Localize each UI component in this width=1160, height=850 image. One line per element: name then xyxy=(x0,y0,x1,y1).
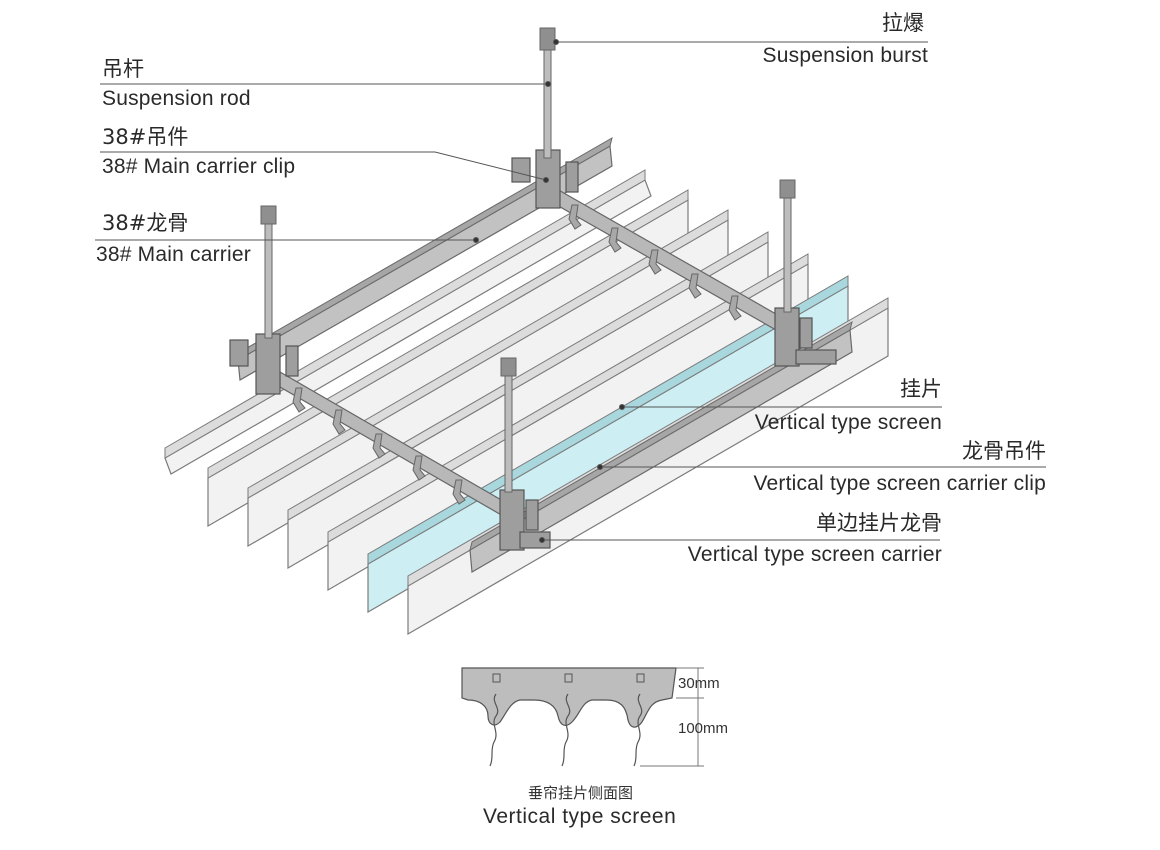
clip xyxy=(511,149,579,209)
clip xyxy=(229,333,299,395)
suspension-burst-en: Suspension burst xyxy=(762,44,928,67)
screen-carrier-back xyxy=(554,186,791,340)
clip xyxy=(499,489,551,551)
carrier-clips xyxy=(229,149,837,551)
dimension-bottom: 100mm xyxy=(678,720,729,737)
suspension-burst-zh: 拉爆 xyxy=(882,11,924,35)
main-carrier-zh: 38#龙骨 xyxy=(102,211,189,235)
suspension-rod xyxy=(500,357,517,493)
leader-lines xyxy=(95,39,1046,543)
screen-carrier-en: Vertical type screen carrier xyxy=(687,543,942,566)
detail-caption-en: Vertical type screen xyxy=(483,805,677,828)
detail-caption-zh: 垂帘挂片侧面图 xyxy=(528,785,634,802)
suspension-rod xyxy=(260,205,277,339)
side-profile-detail xyxy=(461,667,704,767)
screen-clip-zh: 龙骨吊件 xyxy=(962,439,1046,463)
main-carrier-front xyxy=(469,320,853,573)
main-carrier-en: 38# Main carrier xyxy=(96,243,251,266)
profile-carrier xyxy=(461,667,677,728)
dimension-top: 30mm xyxy=(678,675,720,692)
main-clip-zh: 38#吊件 xyxy=(102,125,189,149)
screen-en: Vertical type screen xyxy=(754,411,942,434)
suspension-rods xyxy=(260,27,796,493)
suspension-rod xyxy=(539,27,556,159)
suspension-rod xyxy=(779,179,796,313)
suspension-rod-en: Suspension rod xyxy=(102,87,251,110)
main-clip-en: 38# Main carrier clip xyxy=(102,155,296,178)
clip xyxy=(774,307,837,367)
dimension-lines xyxy=(640,667,704,767)
main-carriers xyxy=(237,136,853,573)
screen-clip-en: Vertical type screen carrier clip xyxy=(753,472,1046,495)
screen-zh: 挂片 xyxy=(900,377,942,401)
screen-carrier-zh: 单边挂片龙骨 xyxy=(816,511,942,535)
suspension-rod-zh: 吊杆 xyxy=(102,57,144,81)
